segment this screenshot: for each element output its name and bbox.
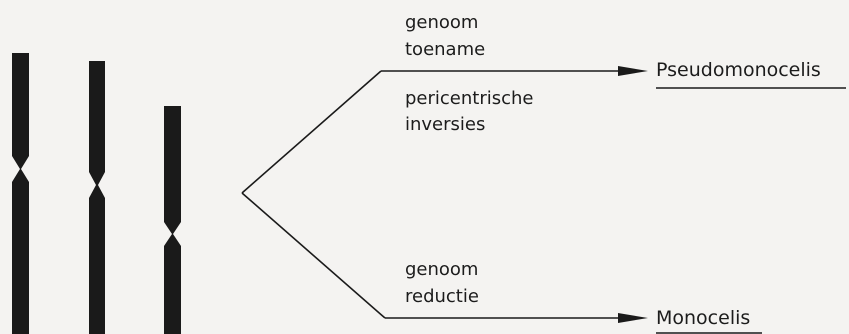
arrowhead-bottom [618,313,648,323]
target-pseudomonocelis: Pseudomonocelis [656,59,821,81]
branch-lines [241,66,648,323]
bottom-branch-labels: genoom reductie Monocelis [405,259,762,334]
chromosome-2 [89,61,105,334]
chromosome-3 [164,106,181,334]
label-genoom-bottom: genoom [405,259,478,280]
chromosome-1 [12,53,29,334]
chromosome-group [12,53,181,334]
branch-line-top-diagonal [241,70,382,194]
label-pericentrische: pericentrische [405,88,534,109]
top-branch-labels: genoom toename pericentrische inversies … [405,12,846,135]
branch-line-bottom-diagonal [241,192,386,319]
target-monocelis: Monocelis [656,307,750,329]
label-reductie: reductie [405,286,479,307]
label-genoom-top: genoom [405,12,478,33]
label-toename: toename [405,39,485,60]
label-inversies: inversies [405,114,485,135]
arrowhead-top [618,66,648,76]
